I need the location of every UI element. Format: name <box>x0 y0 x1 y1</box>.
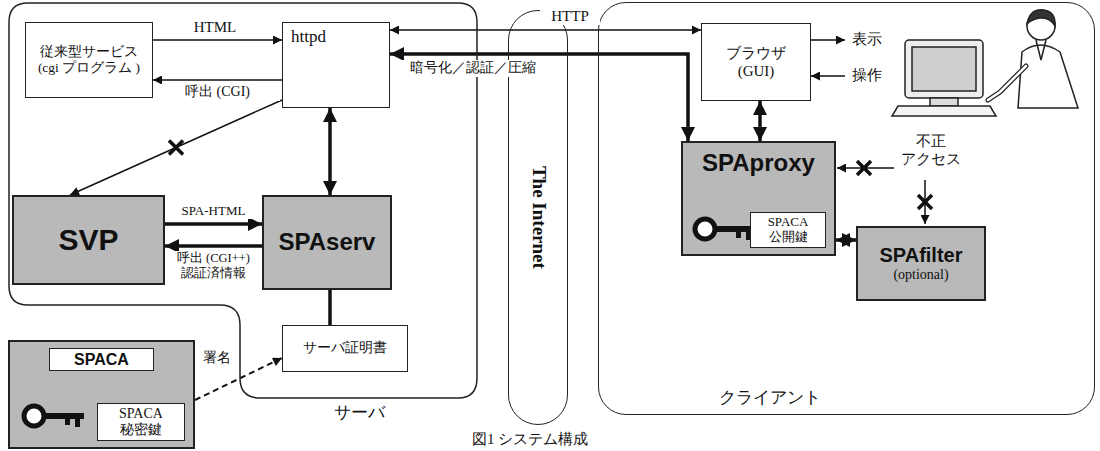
connector <box>165 244 262 248</box>
connector-label: HTML <box>160 18 270 36</box>
connector <box>153 79 282 81</box>
connector <box>390 29 701 31</box>
connector-label: 呼出 (CGI++) 認証済情報 <box>166 251 261 281</box>
connector-label: HTTP <box>540 7 600 25</box>
user-illustration <box>892 10 1078 116</box>
browser-box: ブラウザ (GUI) <box>701 23 811 101</box>
connector <box>165 222 262 226</box>
block-mark <box>857 161 871 175</box>
connector <box>758 101 762 141</box>
key-icon <box>20 402 90 434</box>
server-box: httpd <box>282 22 390 108</box>
note-label: 表示 <box>850 30 884 48</box>
box-label: 従来型サービス (cgi プログラム ) <box>33 44 145 76</box>
module-box: SPAserv <box>262 195 392 290</box>
connector <box>836 238 856 242</box>
module-name: SVP <box>58 222 118 258</box>
module-box: SPAfilter(optional) <box>856 226 986 301</box>
connector-label: 署名 <box>198 350 236 367</box>
box-label: httpd <box>291 27 326 47</box>
note-label: 不正 アクセス <box>898 132 964 168</box>
module-name: SPACA <box>49 348 154 371</box>
module-box: SVP <box>12 195 165 285</box>
connector <box>390 54 688 141</box>
service-box: 従来型サービス (cgi プログラム ) <box>25 22 153 98</box>
figure-caption: 図1 システム構成 <box>470 430 590 448</box>
connector <box>70 100 282 195</box>
band-label: The Internet <box>527 166 550 269</box>
connector-label: SPA-HTML <box>166 203 261 219</box>
block-mark <box>918 195 932 209</box>
ca-box: SPACA SPACA 秘密鍵 <box>8 340 195 449</box>
client-region: クライアント ブラウザ (GUI) SPAproxySPACA 公開鍵 SPAfilt… <box>598 2 1095 415</box>
region-label: クライアント <box>719 388 821 408</box>
connector-label: 呼出 (CGI) <box>155 84 280 101</box>
module-name: SPAserv <box>279 228 376 257</box>
module-name: SPAfilter <box>880 243 963 267</box>
module-note: (optional) <box>893 267 948 284</box>
key-label: SPACA 公開鍵 <box>750 212 826 248</box>
connector <box>153 39 282 41</box>
key-label: SPACA 秘密鍵 <box>97 403 185 441</box>
connector-label: 暗号化／認証／圧縮 <box>398 60 548 77</box>
operate-arrow <box>811 75 845 77</box>
module-name: SPAproxy <box>702 149 815 178</box>
box-label: ブラウザ (GUI) <box>714 44 798 80</box>
region-label: サーバ <box>334 403 385 423</box>
box-label: サーバ証明書 <box>303 340 387 357</box>
module-box: SPAproxySPACA 公開鍵 <box>681 141 836 256</box>
block-mark <box>169 141 183 155</box>
connector <box>328 108 332 195</box>
display-arrow <box>810 39 845 41</box>
certificate-box: サーバ証明書 <box>282 325 408 372</box>
connector <box>328 290 332 325</box>
note-label: 操作 <box>850 66 884 84</box>
